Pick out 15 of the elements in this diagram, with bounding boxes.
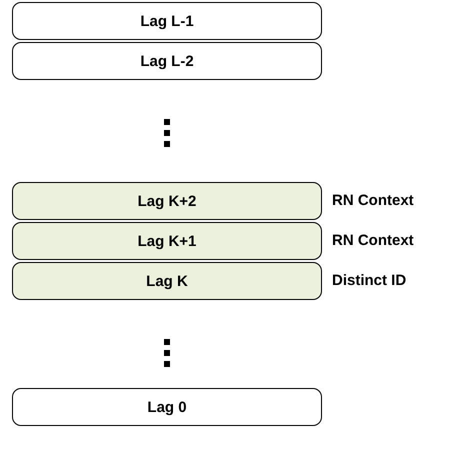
layer-label: Lag L-2 [140, 52, 194, 70]
layer-label: Lag K+2 [138, 192, 196, 210]
layer-annotation: Distinct ID [332, 272, 406, 289]
layer-box [12, 42, 322, 80]
layer-label: Lag L-1 [140, 12, 194, 30]
layer-box [12, 182, 322, 220]
layer-annotation: RN Context [332, 232, 414, 249]
layer-label: Lag K [146, 272, 188, 290]
layer-box [12, 2, 322, 40]
layer-box [12, 262, 322, 300]
layer-label: Lag 0 [147, 398, 187, 416]
layer-annotation: RN Context [332, 192, 414, 209]
layer-box [12, 388, 322, 426]
layer-box [12, 222, 322, 260]
layer-label: Lag K+1 [138, 232, 196, 250]
